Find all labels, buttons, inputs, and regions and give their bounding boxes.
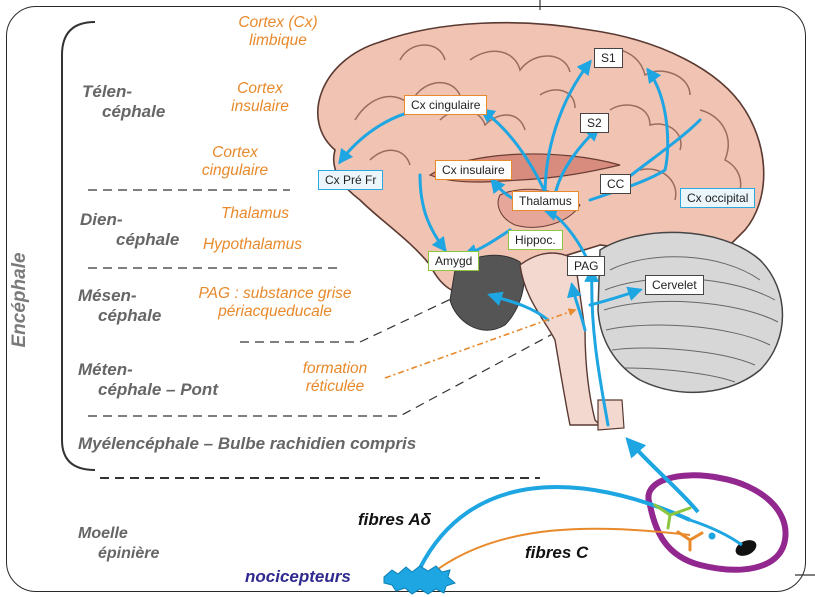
telencephale-label: Télen- céphale	[82, 82, 165, 122]
diencephale-label: Dien- céphale	[80, 210, 179, 250]
nociceptor-burst	[384, 566, 455, 594]
box-s2: S2	[580, 113, 609, 133]
cortex-limbique-label: Cortex (Cx) limbique	[218, 14, 338, 50]
cortex-limbique-line-2: limbique	[218, 32, 338, 50]
moelle-line-2: épinière	[78, 544, 159, 564]
metencephale-line-2: céphale – Pont	[78, 380, 218, 400]
cortex-insulaire-label: Cortex insulaire	[205, 80, 315, 116]
telencephale-line-2: céphale	[82, 102, 165, 122]
pag-line-1: PAG : substance grise	[180, 285, 370, 303]
fibres-c-label: fibres C	[525, 543, 588, 563]
metencephale-line-1: Méten-	[78, 360, 218, 380]
mesencephale-line-1: Mésen-	[78, 286, 161, 306]
formation-line-1: formation	[290, 360, 380, 378]
fibres-a-delta-label: fibres Aδ	[358, 510, 431, 530]
moelle-line-1: Moelle	[78, 524, 159, 544]
box-cx-cingulaire: Cx cingulaire	[404, 95, 487, 115]
telencephale-line-1: Télen-	[82, 82, 165, 102]
box-hippoc: Hippoc.	[508, 230, 563, 250]
cortex-cingulaire-line-1: Cortex	[180, 144, 290, 162]
cortex-insulaire-line-1: Cortex	[205, 80, 315, 98]
cortex-insulaire-line-2: insulaire	[205, 98, 315, 116]
formation-line-2: réticulée	[290, 378, 380, 396]
moelle-label: Moelle épinière	[78, 524, 159, 564]
nocicepteurs-label: nocicepteurs	[245, 567, 351, 587]
myelencephale-label: Myélencéphale – Bulbe rachidien compris	[78, 434, 416, 454]
thalamus-label: Thalamus	[205, 205, 305, 223]
pag-line-2: périacqueducale	[180, 303, 370, 321]
hypothalamus-label: Hypothalamus	[190, 236, 315, 254]
metencephale-label: Méten- céphale – Pont	[78, 360, 218, 400]
synapse-node	[709, 533, 716, 540]
cortex-cingulaire-label: Cortex cingulaire	[180, 144, 290, 180]
cortex-limbique-line-1: Cortex (Cx)	[218, 14, 338, 32]
box-cervelet: Cervelet	[645, 275, 704, 295]
box-cc: CC	[600, 174, 631, 194]
diencephale-line-1: Dien-	[80, 210, 179, 230]
pag-label: PAG : substance grise périacqueducale	[180, 285, 370, 321]
box-thalamus: Thalamus	[512, 191, 579, 211]
brain-illustration	[318, 23, 783, 430]
box-pag: PAG	[567, 256, 605, 276]
cortex-cingulaire-line-2: cingulaire	[180, 162, 290, 180]
box-cx-insulaire: Cx insulaire	[435, 160, 512, 180]
medulla	[598, 400, 624, 430]
box-amygd: Amygd	[428, 251, 479, 271]
box-cx-occipital: Cx occipital	[680, 188, 755, 208]
diencephale-line-2: céphale	[80, 230, 179, 250]
box-cx-pre-fr: Cx Pré Fr	[318, 170, 383, 190]
formation-reticulee-label: formation réticulée	[290, 360, 380, 396]
brainstem	[520, 253, 600, 425]
mesencephale-label: Mésen- céphale	[78, 286, 161, 326]
mesencephale-line-2: céphale	[78, 306, 161, 326]
box-s1: S1	[594, 48, 623, 68]
encephale-label: Encéphale	[9, 252, 31, 347]
